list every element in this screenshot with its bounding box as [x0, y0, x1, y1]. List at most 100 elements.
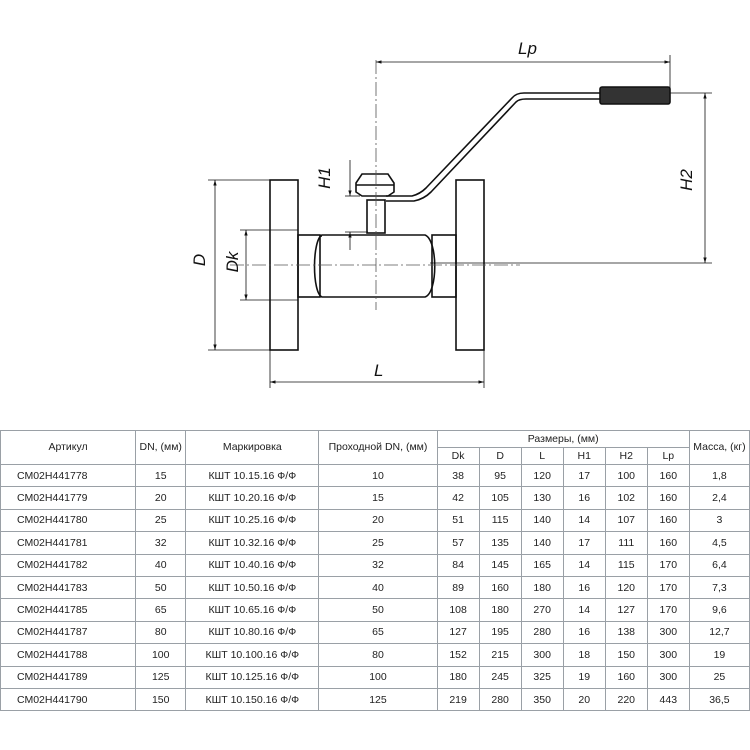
header-marking: Маркировка — [185, 430, 320, 465]
table-row: СМ02Н441789 125 КШТ 10.125.16 Ф/Ф 100 18… — [0, 665, 750, 689]
cell-h2: 160 — [604, 665, 648, 689]
cell-passage: 40 — [318, 575, 438, 600]
cell-mass: 1,8 — [688, 463, 750, 488]
valve-body-outline — [269, 86, 671, 351]
table-row: СМ02Н441780 25 КШТ 10.25.16 Ф/Ф 20 51 11… — [0, 508, 750, 533]
cell-dk: 57 — [436, 531, 480, 555]
cell-mass: 4,5 — [688, 531, 750, 555]
cell-d: 135 — [478, 531, 522, 555]
cell-dn: 50 — [135, 575, 187, 600]
cell-l: 165 — [520, 553, 564, 577]
header-mass: Масса, (кг) — [688, 430, 750, 465]
cell-l: 120 — [520, 463, 564, 488]
cell-l: 280 — [520, 620, 564, 645]
dim-label-h2: H2 — [677, 169, 696, 191]
header-size-d: D — [478, 447, 522, 465]
cell-l: 350 — [520, 687, 564, 712]
cell-dn: 40 — [135, 553, 187, 577]
cell-passage: 15 — [318, 486, 438, 510]
cell-article: СМ02Н441780 — [0, 508, 137, 533]
cell-d: 195 — [478, 620, 522, 645]
header-size-dk: Dk — [436, 447, 480, 465]
cell-lp: 160 — [646, 463, 690, 488]
cell-article: СМ02Н441788 — [0, 643, 137, 667]
cell-d: 280 — [478, 687, 522, 712]
header-dn: DN, (мм) — [135, 430, 187, 465]
cell-marking: КШТ 10.25.16 Ф/Ф — [185, 508, 320, 533]
cell-mass: 3 — [688, 508, 750, 533]
cell-dn: 80 — [135, 620, 187, 645]
cell-dn: 20 — [135, 486, 187, 510]
cell-h2: 127 — [604, 598, 648, 622]
cell-h1: 16 — [562, 486, 606, 510]
cell-h1: 16 — [562, 575, 606, 600]
header-size-l: L — [520, 447, 564, 465]
cell-d: 95 — [478, 463, 522, 488]
cell-h2: 138 — [604, 620, 648, 645]
center-lines — [230, 60, 520, 310]
table-row: СМ02Н441778 15 КШТ 10.15.16 Ф/Ф 10 38 95… — [0, 463, 750, 488]
cell-dk: 51 — [436, 508, 480, 533]
cell-marking: КШТ 10.15.16 Ф/Ф — [185, 463, 320, 488]
cell-l: 140 — [520, 531, 564, 555]
cell-marking: КШТ 10.32.16 Ф/Ф — [185, 531, 320, 555]
cell-passage: 20 — [318, 508, 438, 533]
cell-dk: 42 — [436, 486, 480, 510]
cell-mass: 12,7 — [688, 620, 750, 645]
dimension-lines — [208, 55, 712, 388]
cell-article: СМ02Н441778 — [0, 463, 137, 488]
header-size-h2: H2 — [604, 447, 648, 465]
cell-l: 270 — [520, 598, 564, 622]
cell-mass: 9,6 — [688, 598, 750, 622]
specification-table: Артикул DN, (мм) Маркировка Проходной DN… — [0, 430, 750, 712]
cell-dn: 15 — [135, 463, 187, 488]
cell-lp: 160 — [646, 531, 690, 555]
cell-marking: КШТ 10.65.16 Ф/Ф — [185, 598, 320, 622]
cell-l: 140 — [520, 508, 564, 533]
cell-d: 115 — [478, 508, 522, 533]
cell-dn: 25 — [135, 508, 187, 533]
cell-passage: 10 — [318, 463, 438, 488]
table-row: СМ02Н441788 100 КШТ 10.100.16 Ф/Ф 80 152… — [0, 643, 750, 667]
cell-h1: 18 — [562, 643, 606, 667]
cell-marking: КШТ 10.50.16 Ф/Ф — [185, 575, 320, 600]
header-size-lp: Lp — [646, 447, 690, 465]
cell-mass: 36,5 — [688, 687, 750, 712]
cell-dn: 100 — [135, 643, 187, 667]
cell-d: 105 — [478, 486, 522, 510]
dim-label-lp: Lp — [518, 39, 537, 58]
cell-marking: КШТ 10.125.16 Ф/Ф — [185, 665, 320, 689]
cell-l: 300 — [520, 643, 564, 667]
cell-lp: 160 — [646, 508, 690, 533]
cell-dk: 152 — [436, 643, 480, 667]
cell-dk: 108 — [436, 598, 480, 622]
cell-passage: 65 — [318, 620, 438, 645]
cell-mass: 19 — [688, 643, 750, 667]
cell-mass: 6,4 — [688, 553, 750, 577]
table-row: СМ02Н441790 150 КШТ 10.150.16 Ф/Ф 125 21… — [0, 687, 750, 712]
dim-label-l: L — [374, 361, 383, 380]
header-passage: Проходной DN, (мм) — [318, 430, 438, 465]
cell-h2: 115 — [604, 553, 648, 577]
cell-lp: 170 — [646, 575, 690, 600]
cell-lp: 300 — [646, 620, 690, 645]
cell-h1: 14 — [562, 598, 606, 622]
table-row: СМ02Н441779 20 КШТ 10.20.16 Ф/Ф 15 42 10… — [0, 486, 750, 510]
cell-h1: 14 — [562, 553, 606, 577]
cell-dn: 65 — [135, 598, 187, 622]
cell-dn: 150 — [135, 687, 187, 712]
cell-article: СМ02Н441779 — [0, 486, 137, 510]
dim-label-dk: Dk — [223, 250, 242, 272]
cell-mass: 25 — [688, 665, 750, 689]
cell-lp: 170 — [646, 598, 690, 622]
table-row: СМ02Н441787 80 КШТ 10.80.16 Ф/Ф 65 127 1… — [0, 620, 750, 645]
cell-lp: 443 — [646, 687, 690, 712]
cell-h2: 100 — [604, 463, 648, 488]
cell-dk: 38 — [436, 463, 480, 488]
cell-marking: КШТ 10.20.16 Ф/Ф — [185, 486, 320, 510]
cell-h2: 120 — [604, 575, 648, 600]
cell-marking: КШТ 10.80.16 Ф/Ф — [185, 620, 320, 645]
cell-l: 180 — [520, 575, 564, 600]
cell-article: СМ02Н441781 — [0, 531, 137, 555]
dim-label-d: D — [190, 254, 209, 266]
